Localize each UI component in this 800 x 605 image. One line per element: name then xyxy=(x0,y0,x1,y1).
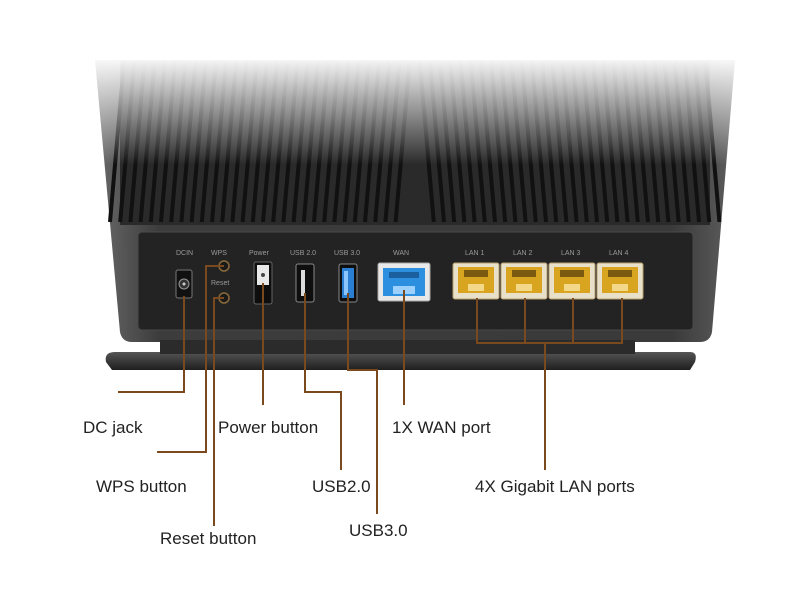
callout-lan-ports: 4X Gigabit LAN ports xyxy=(475,477,635,496)
usb2-port xyxy=(295,263,315,303)
panel-label-wps: WPS xyxy=(211,250,227,257)
panel-label-power: Power xyxy=(249,250,270,257)
leader-wps xyxy=(157,265,224,453)
panel-label-lan1: LAN 1 xyxy=(465,250,485,257)
panel-label-usb2: USB 2.0 xyxy=(290,250,316,257)
callout-wps-button: WPS button xyxy=(96,477,187,496)
panel-label-usb3: USB 3.0 xyxy=(334,250,360,257)
panel-label-lan3: LAN 3 xyxy=(561,250,581,257)
callout-dc-jack: DC jack xyxy=(83,418,143,437)
callout-usb30: USB3.0 xyxy=(349,521,408,540)
leader-usb3 xyxy=(347,293,378,514)
leader-dc-jack xyxy=(118,296,185,393)
leader-reset xyxy=(213,297,224,526)
dc-jack xyxy=(175,269,193,299)
top-fade xyxy=(60,55,760,165)
callout-usb20: USB2.0 xyxy=(312,477,371,496)
panel-label-lan4: LAN 4 xyxy=(609,250,629,257)
leader-lan-bar xyxy=(476,298,623,344)
lan-port xyxy=(548,262,596,300)
panel-label-wan: WAN xyxy=(393,250,409,257)
callout-power-button: Power button xyxy=(218,418,319,437)
lan-port xyxy=(596,262,644,300)
panel-label-dcin: DCIN xyxy=(176,250,193,257)
leader-lines xyxy=(118,265,623,526)
callout-wan-port: 1X WAN port xyxy=(392,418,491,437)
lan-ports xyxy=(452,262,644,300)
leader-usb2 xyxy=(304,293,342,470)
panel-label-reset: Reset xyxy=(211,280,229,287)
stand xyxy=(105,352,696,370)
lan-port xyxy=(500,262,548,300)
lan-port xyxy=(452,262,500,300)
panel-label-lan2: LAN 2 xyxy=(513,250,533,257)
callout-reset-button: Reset button xyxy=(160,529,257,548)
